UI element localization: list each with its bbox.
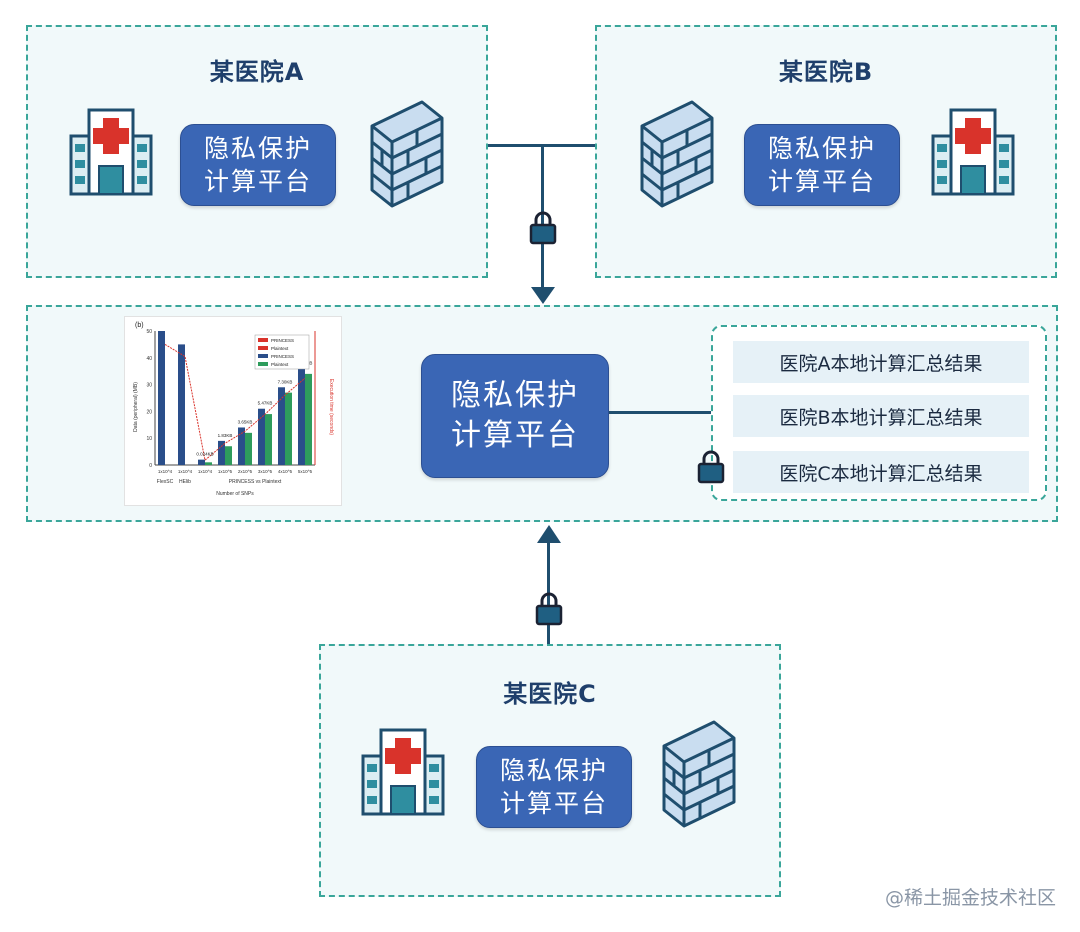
bar-princess-4 [238,427,245,465]
hospital-icon [931,108,1015,196]
hospital-c-title: 某医院C [503,680,597,708]
results-box: 医院A本地计算汇总结果 医院B本地计算汇总结果 医院C本地计算汇总结果 [711,325,1047,501]
hospital-a-title: 某医院A [209,58,305,86]
bar-plaintext-6 [285,392,292,465]
y-tick-label: 20 [146,409,152,415]
y-axis-right-label: Execution time (seconds) [328,379,334,435]
platform-line2: 计算平台 [451,418,579,453]
bar-plaintext-2 [205,462,212,465]
platform-line1: 隐私保护 [499,756,608,785]
legend-swatch [258,354,268,358]
y-tick-label: 10 [146,436,152,442]
bar-plaintext-4 [245,432,252,465]
arrow-up-icon [537,525,561,543]
chart-svg: (b) 1x10^4 1x10^4 1x10^4 1x10^5 2x10^5 3x10^5 4… [133,322,334,497]
legend-label: Plaintext [271,362,289,367]
group-label: FlexSC [157,479,174,485]
lock-icon [535,592,563,626]
result-item-c: 医院C本地计算汇总结果 [733,451,1029,493]
bar-plaintext-5 [265,414,272,465]
bar-princess-2 [198,459,205,465]
bar-annotation: 3.65KB [238,419,253,424]
legend-label: Plaintext [271,346,289,351]
bar-princess-0 [158,331,165,465]
platform-line2: 计算平台 [767,167,876,196]
firewall-icon [640,100,714,208]
firewall-icon [662,720,736,828]
lock-icon [697,450,725,484]
connector-down [541,144,544,292]
bar-princess-5 [258,408,265,465]
x-tick-label: 1x10^4 [198,469,213,474]
bar-princess-6 [278,387,285,465]
hospital-icon [361,728,445,816]
result-item-b: 医院B本地计算汇总结果 [733,395,1029,437]
x-tick-label: 2x10^5 [238,469,253,474]
arrow-down-icon [531,287,555,304]
x-axis-label: Number of SNPs [216,491,254,497]
platform-line2: 计算平台 [203,167,312,196]
y-tick-label: 50 [146,329,152,335]
group-label: PRINCESS vs Plaintext [229,479,282,485]
platform-line1: 隐私保护 [767,134,876,163]
performance-chart: (b) 1x10^4 1x10^4 1x10^4 1x10^5 2x10^5 3x10^5 4… [124,316,342,506]
platform-line1: 隐私保护 [451,378,579,413]
bar-annotation: 0.024KB [196,452,213,457]
platform-line2: 计算平台 [499,789,608,818]
x-tick-label: 5x10^5 [298,469,313,474]
firewall-icon [370,100,444,208]
bar-plaintext-7 [305,373,312,465]
bar-annotation: 5.47KB [258,401,273,406]
bar-plaintext-3 [225,446,232,465]
y-tick-label: 0 [149,463,152,469]
y-axis-label: Data (peripheral) (MB) [133,382,139,432]
x-tick-label: 1x10^5 [218,469,233,474]
connector-up [547,540,550,644]
hospital-icon [69,108,153,196]
legend-swatch [258,338,268,342]
y-tick-label: 40 [146,356,152,362]
result-item-a: 医院A本地计算汇总结果 [733,341,1029,383]
x-tick-label: 1x10^4 [178,469,193,474]
time-line [164,343,306,462]
x-tick-label: 3x10^5 [258,469,273,474]
connector-results [609,411,712,414]
privacy-platform-b[interactable]: 隐私保护计算平台 [744,124,900,206]
legend-swatch [258,346,268,350]
bar-princess-3 [218,440,225,465]
platform-line1: 隐私保护 [203,134,312,163]
bar-annotation: 1.83KB [218,433,233,438]
legend-label: PRINCESS [271,354,294,359]
watermark: @稀土掘金技术社区 [884,887,1056,909]
panel-label: (b) [135,322,144,329]
y-tick-label: 30 [146,383,152,389]
x-tick-label: 1x10^4 [158,469,173,474]
group-label: HElib [179,479,191,485]
x-tick-label: 4x10^5 [278,469,293,474]
bar-princess-7 [298,368,305,465]
bar-princess-1 [178,344,185,465]
legend-label: PRINCESS [271,338,294,343]
hospital-b-title: 某医院B [778,58,874,86]
privacy-platform-center[interactable]: 隐私保护计算平台 [421,354,609,478]
legend-swatch [258,362,268,366]
lock-icon [529,211,557,245]
bar-annotation: 7.30KB [278,379,293,384]
privacy-platform-c[interactable]: 隐私保护计算平台 [476,746,632,828]
privacy-platform-a[interactable]: 隐私保护计算平台 [180,124,336,206]
